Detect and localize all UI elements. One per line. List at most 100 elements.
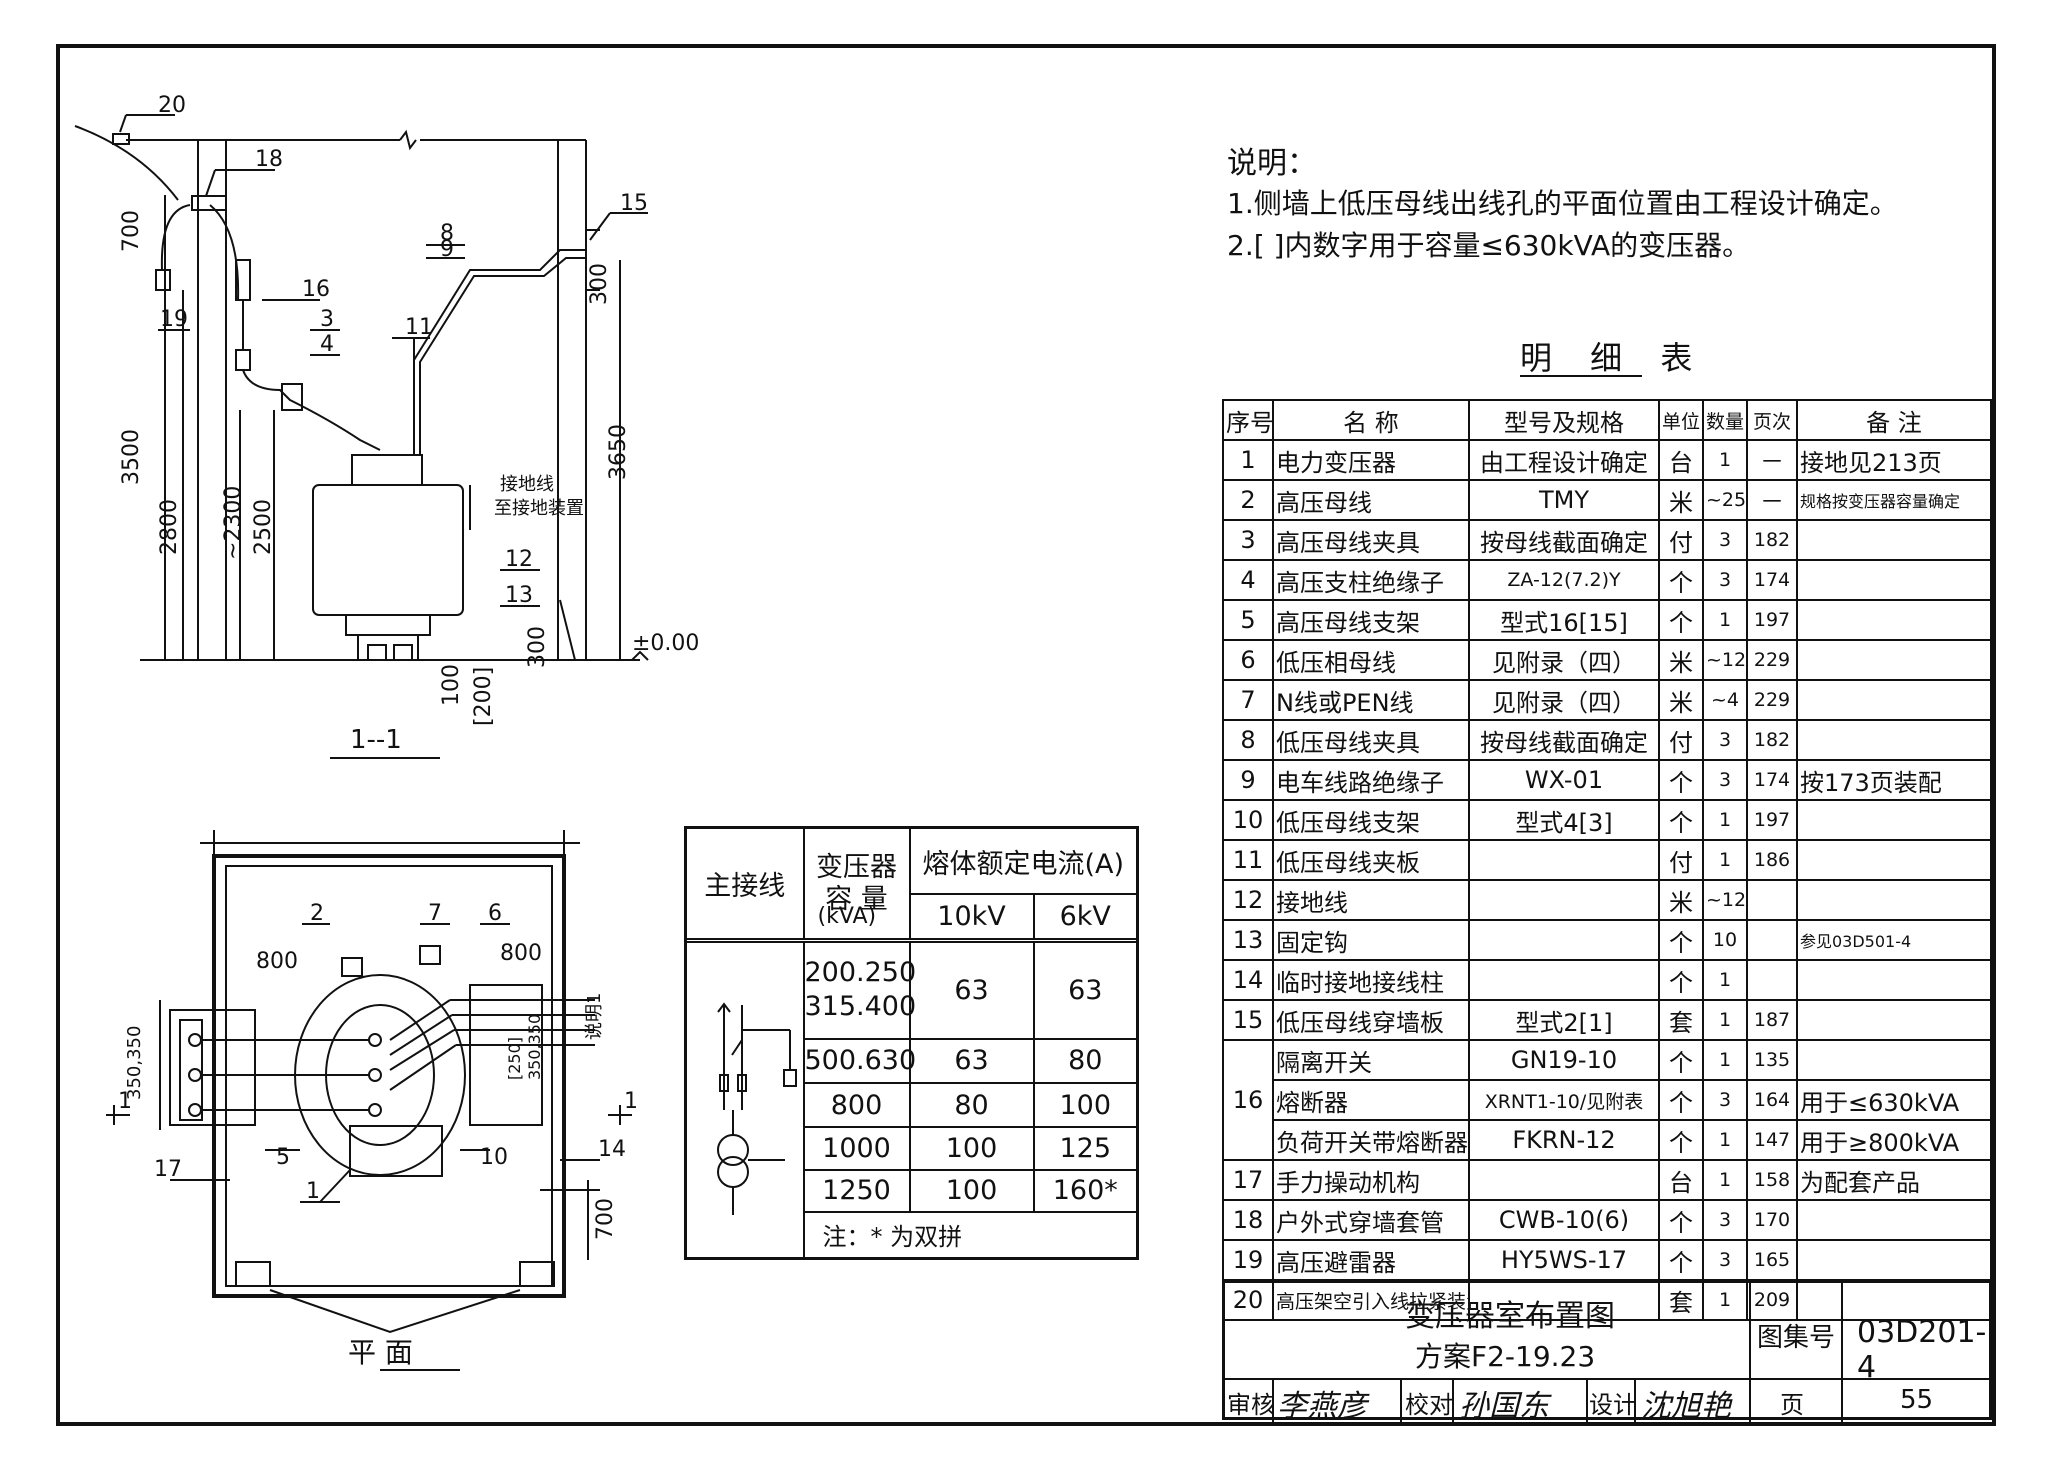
section-view	[74, 114, 649, 759]
plan-labels: 800 800 350,350 350,350 [250] 700 2 7 6 …	[118, 901, 638, 1369]
parts-cell-remark	[1796, 519, 1992, 561]
page-label: 页	[1780, 1391, 1804, 1419]
parts-cell-no: 11	[1222, 839, 1274, 881]
parts-h-remark: 备 注	[1796, 399, 1992, 441]
parts-cell-no: 18	[1222, 1199, 1274, 1241]
parts-cell-spec	[1468, 1159, 1660, 1201]
parts-cell-qty: 1	[1702, 999, 1748, 1041]
parts-cell-qty: ~4	[1702, 679, 1748, 721]
callout-13: 13	[505, 583, 533, 608]
parts-cell-remark	[1796, 839, 1992, 881]
parts-cell-page: 164	[1746, 1079, 1798, 1121]
parts-cell-page: 165	[1746, 1239, 1798, 1281]
title-block: 变压器室布置图 方案F2-19.23 图集号 03D201-4 审核 李燕彦 校…	[1222, 1280, 1995, 1424]
parts-cell-no: 12	[1222, 879, 1274, 921]
fuse-row-2-6kv: 80	[1032, 1037, 1139, 1085]
parts-cell-unit: 付	[1658, 839, 1704, 881]
parts-cell-spec: WX-01	[1468, 759, 1660, 801]
parts-h-page: 页次	[1746, 399, 1798, 441]
parts-cell-remark: 规格按变压器容量确定	[1796, 479, 1992, 521]
fuse-h-cap: 变压器容 量	[802, 826, 911, 941]
parts-cell-page: 一	[1746, 439, 1798, 481]
parts-cell-qty: 3	[1702, 519, 1748, 561]
title-block-lines	[1225, 1283, 1995, 1423]
callout-16: 16	[302, 277, 330, 302]
parts-cell-name: 高压避雷器	[1272, 1239, 1470, 1281]
parts-h-qty: 数量	[1702, 399, 1748, 441]
parts-cell-remark	[1796, 639, 1992, 681]
parts-cell-spec	[1468, 959, 1660, 1001]
parts-cell-spec: GN19-10	[1468, 1039, 1660, 1081]
parts-cell-unit: 米	[1658, 679, 1704, 721]
fuse-row-1-6kv: 63	[1032, 940, 1139, 1040]
parts-cell-remark	[1796, 999, 1992, 1041]
parts-cell-qty: ~25	[1702, 479, 1748, 521]
parts-cell-spec: 见附录（四）	[1468, 639, 1660, 681]
parts-cell-remark	[1796, 799, 1992, 841]
parts-cell-qty: ~12	[1702, 639, 1748, 681]
parts-cell-name: 高压架空引入线拉紧装置	[1272, 1279, 1470, 1321]
section-mark-left: 1	[118, 1089, 132, 1114]
parts-cell-name: 电力变压器	[1272, 439, 1470, 481]
parts-cell-name: 低压母线支架	[1272, 799, 1470, 841]
fuse-row-3-6kv: 100	[1032, 1082, 1139, 1129]
parts-cell-qty: 1	[1702, 439, 1748, 481]
parts-cell-unit: 套	[1658, 1279, 1704, 1321]
page-number: 55	[1900, 1385, 1934, 1415]
parts-cell-unit: 套	[1658, 999, 1704, 1041]
plan-callout-7: 7	[428, 901, 442, 926]
parts-cell-remark	[1796, 1039, 1992, 1081]
callout-8: 8	[440, 221, 454, 246]
parts-cell-unit: 个	[1658, 799, 1704, 841]
parts-cell-no: 2	[1222, 479, 1274, 521]
parts-cell-remark: 用于≥800kVA	[1796, 1119, 1992, 1161]
parts-cell-no: 3	[1222, 519, 1274, 561]
plan-callout-2: 2	[310, 901, 324, 926]
parts-cell-name: 手力操动机构	[1272, 1159, 1470, 1201]
parts-cell-page: 209	[1746, 1279, 1798, 1321]
parts-cell-name: 负荷开关带熔断器	[1272, 1119, 1470, 1161]
parts-cell-remark: 为配套产品	[1796, 1159, 1992, 1201]
parts-cell-no: 6	[1222, 639, 1274, 681]
parts-cell-spec	[1468, 839, 1660, 881]
check-label: 校对	[1405, 1391, 1453, 1419]
parts-cell-remark	[1796, 599, 1992, 641]
plan-view	[106, 830, 632, 1371]
parts-cell-spec: 见附录（四）	[1468, 679, 1660, 721]
fuse-h-6kv: 6kV	[1032, 893, 1139, 941]
parts-cell-remark	[1796, 679, 1992, 721]
fuse-h-current: 熔体额定电流(A)	[908, 826, 1139, 896]
parts-cell-unit: 个	[1658, 1079, 1704, 1121]
parts-cell-no: 13	[1222, 919, 1274, 961]
parts-cell-name: 高压母线支架	[1272, 599, 1470, 641]
parts-cell-page: 186	[1746, 839, 1798, 881]
dim-800-right: 800	[500, 941, 542, 966]
parts-cell-page: 174	[1746, 759, 1798, 801]
parts-cell-page: 229	[1746, 679, 1798, 721]
parts-cell-name: 户外式穿墙套管	[1272, 1199, 1470, 1241]
parts-cell-unit: 米	[1658, 879, 1704, 921]
dim-2800: 2800	[157, 499, 182, 555]
check-signature: 孙国东	[1459, 1389, 1549, 1424]
parts-cell-qty: ~12	[1702, 879, 1748, 921]
callout-15: 15	[620, 191, 648, 216]
parts-cell-name: 隔离开关	[1272, 1039, 1470, 1081]
parts-cell-unit: 个	[1658, 959, 1704, 1001]
fuse-row-5-10kv: 100	[908, 1168, 1035, 1213]
parts-cell-spec: HY5WS-17	[1468, 1239, 1660, 1281]
parts-cell-qty: 3	[1702, 1079, 1748, 1121]
section-labels: 700 3500 2800 ~2300 2500 3650 300 300 10…	[119, 93, 699, 755]
parts-cell-remark	[1796, 1239, 1992, 1281]
dim-300-bottom: 300	[525, 626, 550, 668]
parts-cell-unit: 台	[1658, 439, 1704, 481]
parts-cell-qty: 3	[1702, 1199, 1748, 1241]
callout-19: 19	[160, 307, 188, 332]
parts-cell-no: 9	[1222, 759, 1274, 801]
parts-cell-remark: 用于≤630kVA	[1796, 1079, 1992, 1121]
